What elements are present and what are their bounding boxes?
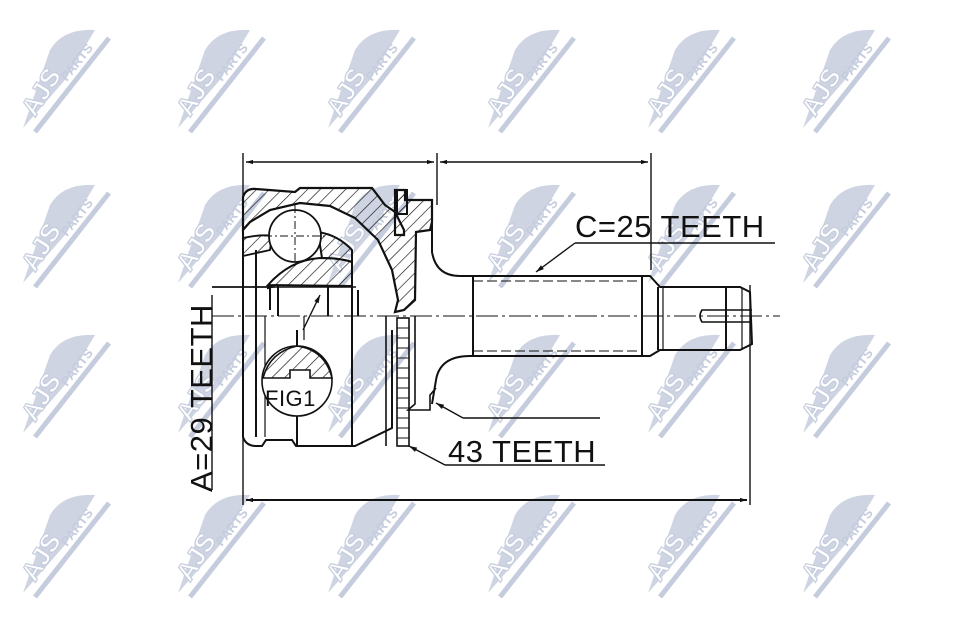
label-abs-teeth: 43 TEETH <box>448 434 597 469</box>
stub-shaft <box>431 222 754 405</box>
label-a-teeth: A=29 TEETH <box>184 304 219 492</box>
fig1-detail <box>261 330 334 417</box>
housing-body <box>212 230 393 447</box>
housing-section <box>241 186 434 314</box>
label-fig1: FIG1 <box>265 386 316 411</box>
abs-ring <box>385 316 437 447</box>
leader-lines <box>211 242 775 490</box>
label-c-teeth: C=25 TEETH <box>575 209 765 244</box>
